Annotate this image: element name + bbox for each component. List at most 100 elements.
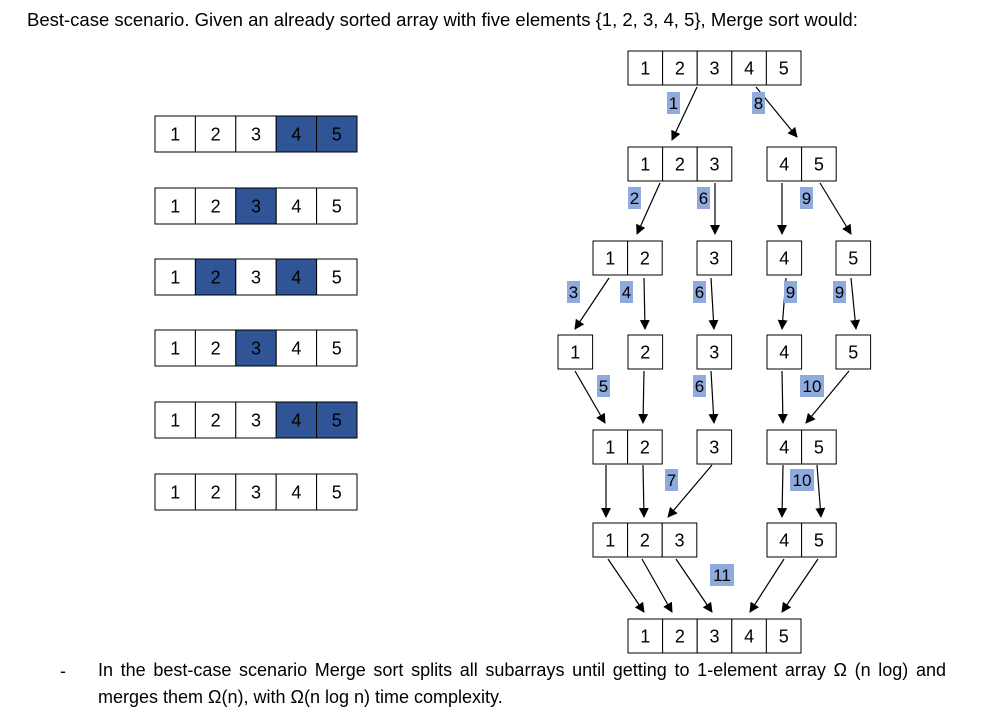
flow-arrow xyxy=(805,370,850,424)
cell-value: 1 xyxy=(170,338,180,358)
cell-value: 3 xyxy=(709,626,719,646)
flow-arrow xyxy=(781,558,819,613)
step-badge-background xyxy=(790,469,814,491)
flow-arrow xyxy=(638,370,649,424)
cell-value: 2 xyxy=(675,58,685,78)
array-cell xyxy=(766,240,803,276)
step-badge-background xyxy=(693,281,706,303)
flow-arrow xyxy=(749,558,785,613)
step-number-badge: 4 xyxy=(620,281,633,303)
flow-arrow xyxy=(641,558,673,613)
step-badge-background xyxy=(784,281,797,303)
step-number-badge: 6 xyxy=(693,281,706,303)
step-number: 10 xyxy=(803,377,822,396)
flow-arrow xyxy=(574,277,610,330)
array-cell xyxy=(627,146,664,182)
cell-value: 3 xyxy=(251,267,261,287)
step-badge-background xyxy=(597,375,610,397)
cell-value: 3 xyxy=(251,196,261,216)
step-number-badge: 6 xyxy=(693,375,706,397)
flow-arrow xyxy=(777,464,788,518)
cell-value: 2 xyxy=(640,342,650,362)
array-cell xyxy=(696,240,733,276)
step-badge-background xyxy=(693,375,706,397)
array-cell xyxy=(316,115,358,153)
cell-value: 3 xyxy=(709,154,719,174)
cell-value: 2 xyxy=(640,437,650,457)
step-number-badge: 9 xyxy=(833,281,846,303)
step-badge-background xyxy=(833,281,846,303)
flow-arrow xyxy=(815,464,826,518)
step-badge-background xyxy=(628,187,641,209)
cell-value: 5 xyxy=(332,124,342,144)
step-number: 8 xyxy=(754,94,763,113)
step-number: 7 xyxy=(667,471,676,490)
cell-value: 2 xyxy=(640,530,650,550)
step-number-badge: 10 xyxy=(790,469,814,491)
array-cell xyxy=(316,329,358,367)
step-number: 5 xyxy=(599,377,608,396)
cell-value: 3 xyxy=(251,410,261,430)
array-cell xyxy=(696,334,733,370)
array-cell xyxy=(194,115,237,153)
array-cell xyxy=(316,258,358,296)
array-cell xyxy=(557,334,594,370)
array-cell xyxy=(696,429,733,465)
step-badge-background xyxy=(752,92,765,114)
flow-arrow xyxy=(574,370,606,424)
array-cell xyxy=(662,146,698,182)
cell-value: 3 xyxy=(709,342,719,362)
tree-array-merged-123: 1 2 3 xyxy=(592,522,698,558)
step-number-badge: 3 xyxy=(567,281,580,303)
step-badge-background xyxy=(665,469,678,491)
cell-value: 4 xyxy=(291,267,301,287)
array-cell xyxy=(801,522,837,558)
array-cell xyxy=(592,240,629,276)
cell-value: 5 xyxy=(814,530,824,550)
cell-value: 1 xyxy=(605,530,615,550)
tree-array-single-4-b: 4 xyxy=(766,334,803,370)
cell-value: 2 xyxy=(675,154,685,174)
bullet-text: In the best-case scenario Merge sort spl… xyxy=(98,660,946,707)
array-cell xyxy=(316,473,358,511)
cell-value: 4 xyxy=(291,338,301,358)
cell-value: 5 xyxy=(332,482,342,502)
array-cell xyxy=(275,187,318,225)
array-cell xyxy=(235,473,277,511)
flow-arrow xyxy=(708,277,719,330)
cell-value: 1 xyxy=(170,196,180,216)
cell-value: 2 xyxy=(675,626,685,646)
cell-value: 3 xyxy=(674,530,684,550)
step-badge-background xyxy=(697,187,710,209)
tree-array-single-4-a: 4 xyxy=(766,240,803,276)
cell-value: 5 xyxy=(332,267,342,287)
step-number-badge: 9 xyxy=(784,281,797,303)
flow-arrow xyxy=(850,277,861,330)
array-cell xyxy=(235,258,277,296)
array-cell xyxy=(194,473,237,511)
step-number: 11 xyxy=(713,566,731,585)
step-badge-background xyxy=(567,281,580,303)
array-cell xyxy=(766,522,803,558)
cell-value: 2 xyxy=(211,196,221,216)
step-number-badge: 8 xyxy=(752,92,765,114)
step-number: 9 xyxy=(786,283,795,302)
array-cell xyxy=(592,429,629,465)
cell-value: 1 xyxy=(570,342,580,362)
cell-value: 4 xyxy=(291,410,301,430)
array-cell xyxy=(696,146,733,182)
step-badge-background xyxy=(800,187,813,209)
array-cell xyxy=(154,187,196,225)
step-number-badge: 7 xyxy=(665,469,678,491)
step-number-badge: 1 xyxy=(667,92,680,114)
step-number-badge: 11 xyxy=(710,564,734,586)
array-cell xyxy=(801,429,837,465)
